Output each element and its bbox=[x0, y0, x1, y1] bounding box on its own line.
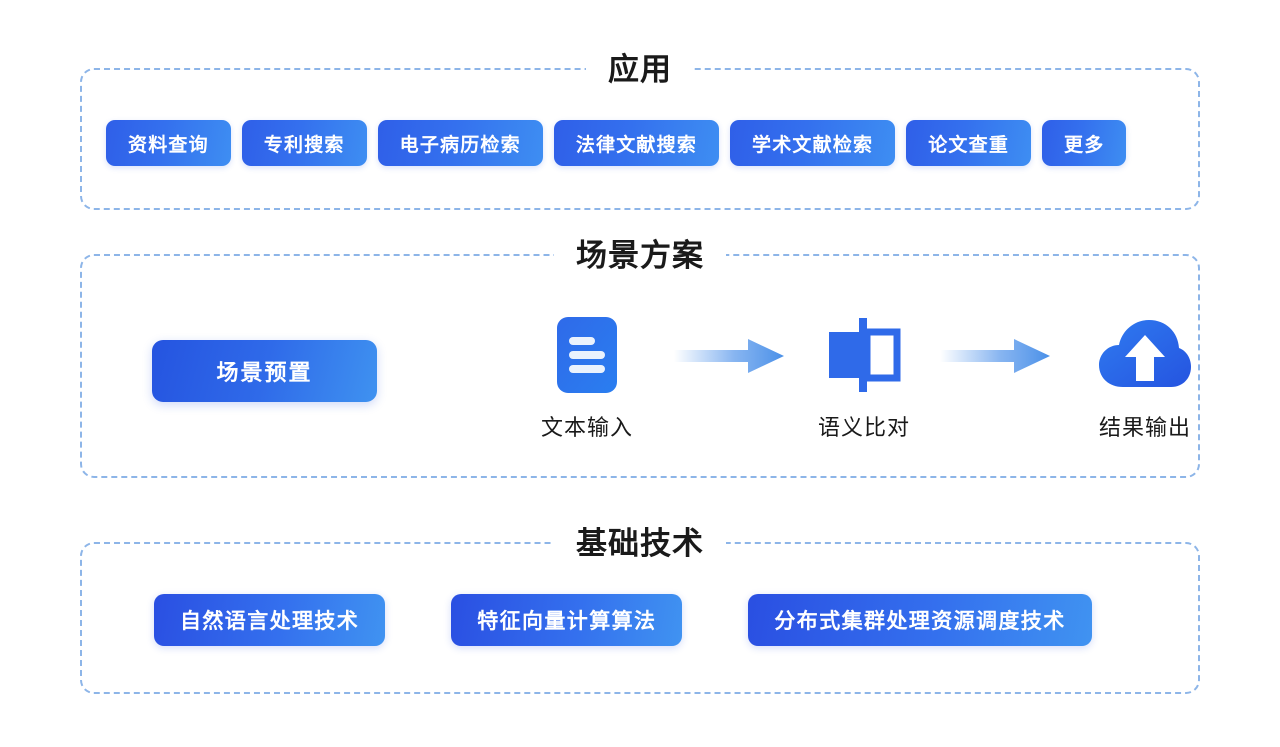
flow-step-label: 结果输出 bbox=[1098, 415, 1191, 440]
section-title-applications: 应用 bbox=[586, 48, 694, 92]
foundation-technology-button-row: 自然语言处理技术 特征向量计算算法 分布式集群处理资源调度技术 bbox=[154, 594, 1092, 646]
applications-button-row: 资料查询 专利搜索 电子病历检索 法律文献搜索 学术文献检索 论文查重 更多 bbox=[106, 120, 1174, 166]
section-title-foundation-technology: 基础技术 bbox=[554, 522, 726, 566]
section-applications: 应用 资料查询 专利搜索 电子病历检索 法律文献搜索 学术文献检索 论文查重 更… bbox=[80, 48, 1200, 210]
app-button-thesis-plagiarism-check[interactable]: 论文查重 bbox=[906, 120, 1032, 166]
app-button-data-query[interactable]: 资料查询 bbox=[106, 120, 231, 166]
app-button-academic-literature-retrieval[interactable]: 学术文献检索 bbox=[730, 120, 896, 166]
scenario-flow-container: 场景预置 bbox=[82, 256, 1198, 476]
section-foundation-technology: 基础技术 自然语言处理技术 特征向量计算算法 分布式集群处理资源调度技术 bbox=[80, 522, 1200, 694]
scenario-preset-button[interactable]: 场景预置 bbox=[152, 340, 377, 402]
flow-step-text-input[interactable]: 文本输入 bbox=[512, 314, 662, 442]
tech-button-distributed-cluster-scheduling[interactable]: 分布式集群处理资源调度技术 bbox=[748, 594, 1092, 646]
app-button-legal-literature-search[interactable]: 法律文献搜索 bbox=[553, 120, 720, 166]
semantic-compare-icon bbox=[823, 314, 905, 396]
app-button-more[interactable]: 更多 bbox=[1042, 120, 1127, 166]
section-title-scenario-solution: 场景方案 bbox=[554, 234, 726, 278]
flow-step-label: 文本输入 bbox=[540, 415, 633, 440]
app-button-emr-retrieval[interactable]: 电子病历检索 bbox=[377, 120, 543, 166]
arrow-right-icon bbox=[674, 338, 784, 374]
tech-button-nlp[interactable]: 自然语言处理技术 bbox=[154, 594, 386, 646]
tech-button-feature-vector-algorithm[interactable]: 特征向量计算算法 bbox=[451, 594, 683, 646]
flow-step-label: 语义比对 bbox=[817, 415, 910, 440]
section-scenario-solution: 场景方案 场景预置 bbox=[80, 234, 1200, 478]
document-lines-icon bbox=[555, 314, 619, 396]
arrow-right-icon bbox=[940, 338, 1050, 374]
flow-step-result-output[interactable]: 结果输出 bbox=[1070, 314, 1220, 442]
flow-step-semantic-compare[interactable]: 语义比对 bbox=[789, 314, 939, 442]
cloud-upload-icon bbox=[1097, 314, 1193, 396]
app-button-patent-search[interactable]: 专利搜索 bbox=[241, 120, 367, 166]
